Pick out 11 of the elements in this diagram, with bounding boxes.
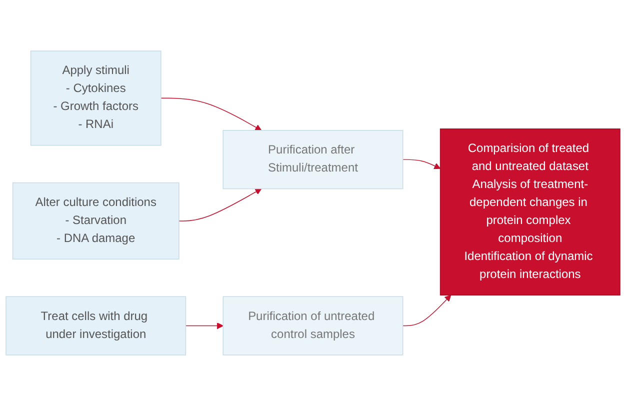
node-box: Purification of untreated control samples: [222, 296, 404, 355]
node-box: Alter culture conditions - Starvation - DNA damage: [12, 182, 180, 260]
node-box: Purification after Stimuli/treatment: [222, 129, 404, 189]
node-box: Comparision of treated and untreated dataset Analysis of treatment-dependent changes in protein complex composition Identification of dynamic protein interactions: [440, 128, 620, 295]
arrow: [185, 322, 224, 329]
arrow: [160, 97, 262, 130]
arrow: [402, 158, 441, 168]
arrow: [402, 294, 452, 326]
node-box: Treat cells with drug under investigation: [6, 296, 186, 355]
arrow: [178, 188, 262, 221]
node-box: Apply stimuli - Cytokines - Growth factors - RNAi: [30, 50, 162, 146]
